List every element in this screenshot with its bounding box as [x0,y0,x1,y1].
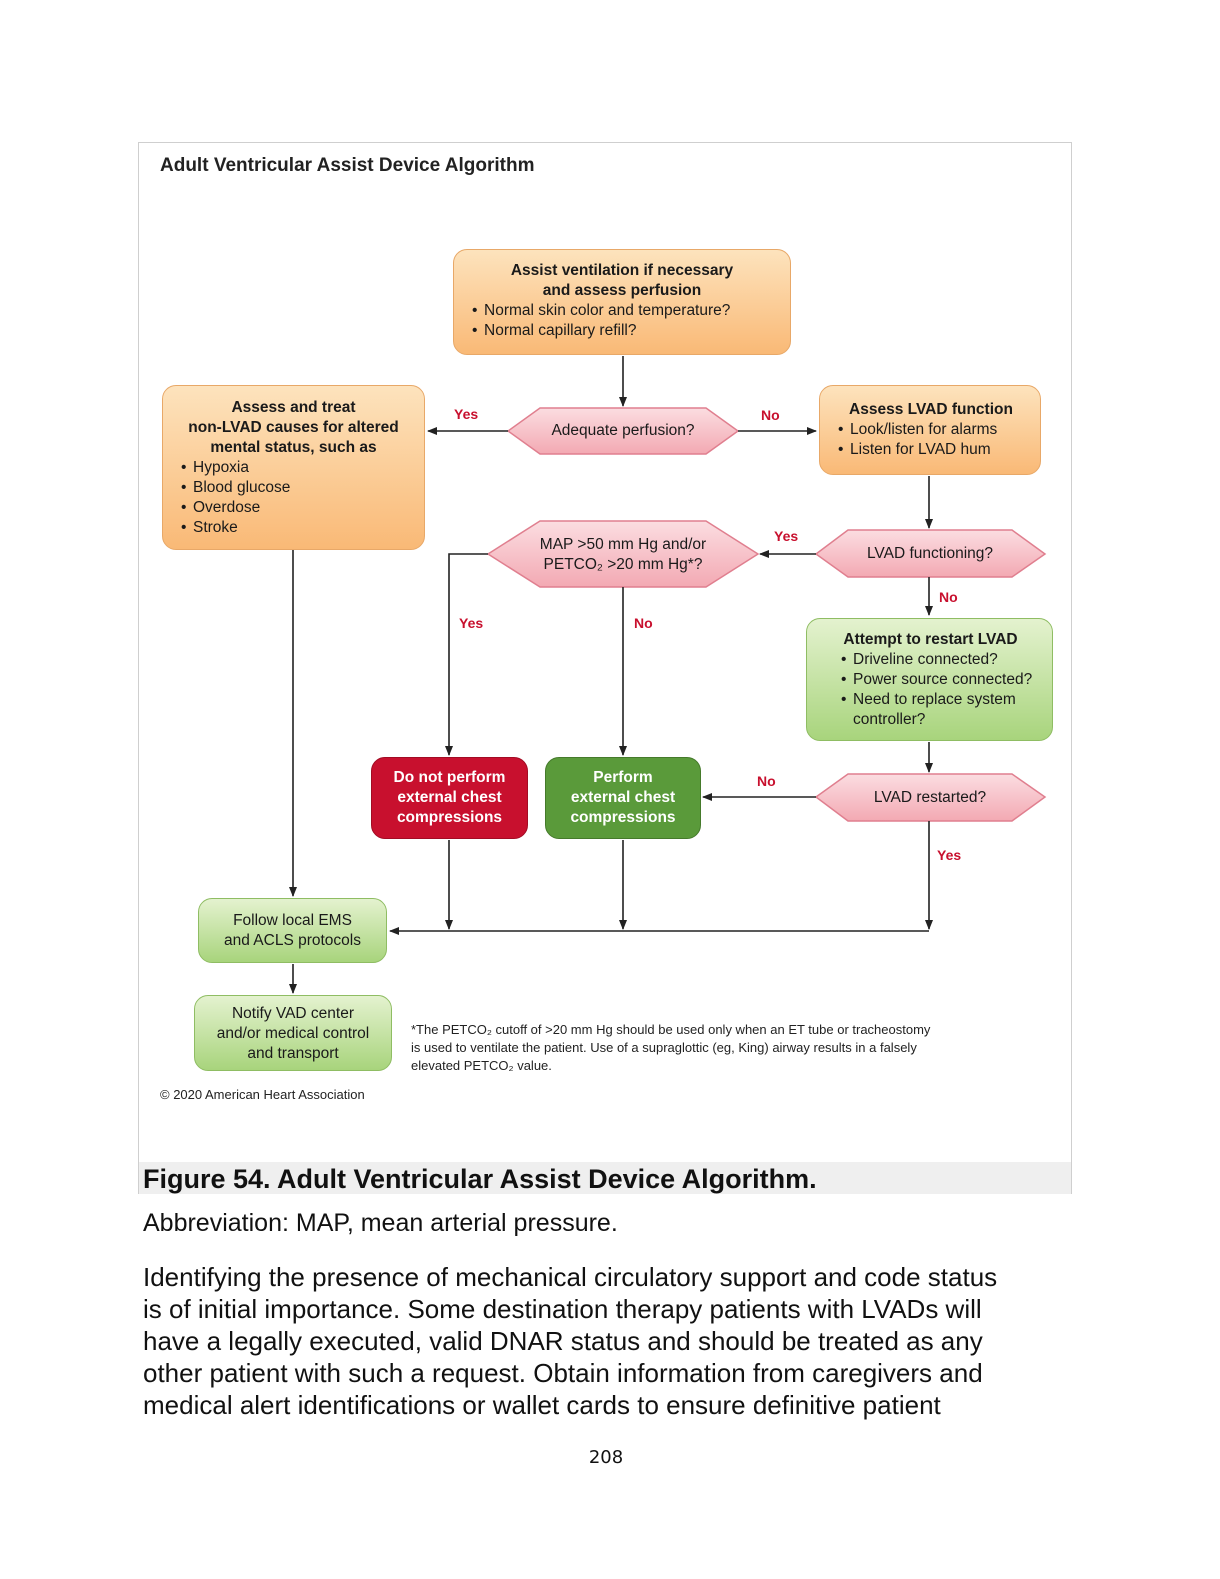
paragraph-line-3: have a legally executed, valid DNAR stat… [143,1326,983,1356]
do-not-perform-compressions-box: Do not perform external chest compressio… [371,757,528,839]
assess-lvad-box: Assess LVAD function Look/listen for ala… [819,385,1041,475]
map-yes-label: Yes [459,615,484,631]
cause-bullet: Blood glucose [181,478,410,498]
perfusion-bullet: Normal skin color and temperature? [472,301,776,321]
cause-bullet: Overdose [181,498,410,518]
notify-line-1: Notify VAD center [231,1005,355,1022]
cause-bullet: Hypoxia [181,458,410,478]
lvad-functioning-text: LVAD functioning? [866,545,994,562]
map-check-line-1: MAP >50 mm Hg and/or [539,536,707,553]
footnote-line-1: *The PETCO₂ cutoff of >20 mm Hg should b… [411,1022,931,1037]
attempt-restart-box: Attempt to restart LVAD Driveline connec… [806,618,1053,741]
page-number: 208 [588,1447,624,1468]
abbreviation-text: Abbreviation: MAP, mean arterial pressur… [143,1209,618,1237]
assist-ventilation-heading-1: Assist ventilation if necessary [510,262,734,279]
perfusion-yes-label: Yes [454,406,479,422]
cause-bullet: Stroke [181,518,410,538]
perfusion-bullet: Normal capillary refill? [472,321,776,341]
ems-line-2: and ACLS protocols [223,932,361,949]
restart-bullet: Power source connected? [841,670,1040,690]
assist-ventilation-box: Assist ventilation if necessary and asse… [453,249,791,355]
do-not-perform-line-3: compressions [396,809,503,826]
do-not-perform-line-1: Do not perform [393,769,506,786]
assess-lvad-heading: Assess LVAD function [849,401,1013,418]
footnote-line-2: is used to ventilate the patient. Use of… [411,1040,917,1055]
follow-ems-box: Follow local EMS and ACLS protocols [198,898,387,963]
figure-caption: Figure 54. Adult Ventricular Assist Devi… [143,1164,817,1194]
caption-background [139,1162,1071,1194]
lvad-check-bullet: Listen for LVAD hum [838,440,1028,460]
notify-line-2: and/or medical control [216,1025,370,1042]
perfusion-no-label: No [761,407,780,423]
do-not-perform-line-2: external chest [397,789,502,806]
body-paragraph: Identifying the presence of mechanical c… [143,1261,1103,1421]
map-no-label: No [634,615,653,631]
assist-ventilation-heading-2: and assess perfusion [542,282,702,299]
petco2-footnote: *The PETCO₂ cutoff of >20 mm Hg should b… [411,1021,1011,1075]
functioning-yes-label: Yes [774,528,799,544]
restarted-no-label: No [757,773,776,789]
copyright-notice: © 2020 American Heart Association [160,1087,365,1102]
functioning-no-label: No [939,589,958,605]
lvad-restarted-text: LVAD restarted? [873,789,987,806]
perform-compressions-box: Perform external chest compressions [545,757,701,839]
perform-line-1: Perform [593,769,653,786]
restart-bullet: Driveline connected? [841,650,1040,670]
decision-lvad-restarted [814,773,1047,822]
restart-bullet: Need to replace system controller? [841,690,1040,730]
non-lvad-causes-box: Assess and treat non-LVAD causes for alt… [162,385,425,550]
adequate-perfusion-text: Adequate perfusion? [551,422,695,439]
notify-vad-center-box: Notify VAD center and/or medical control… [194,995,392,1071]
lvad-check-bullet: Look/listen for alarms [838,420,1028,440]
paragraph-line-1: Identifying the presence of mechanical c… [143,1262,998,1292]
footnote-line-3: elevated PETCO₂ value. [411,1058,552,1073]
non-lvad-heading-3: mental status, such as [210,439,377,456]
notify-line-3: and transport [247,1045,339,1062]
decision-map-check [486,520,760,588]
ems-line-1: Follow local EMS [233,912,352,929]
attempt-restart-heading: Attempt to restart LVAD [843,631,1018,648]
decision-lvad-functioning [814,529,1047,578]
map-check-line-2: PETCO₂ >20 mm Hg*? [543,556,703,573]
paragraph-line-4: other patient with such a request. Obtai… [143,1358,983,1388]
paragraph-line-5: medical alert identifications or wallet … [143,1390,941,1420]
perform-line-3: compressions [570,809,676,826]
paragraph-line-2: is of initial importance. Some destinati… [143,1294,982,1324]
restarted-yes-label: Yes [937,847,962,863]
non-lvad-heading-1: Assess and treat [231,399,356,416]
perform-line-2: external chest [570,789,676,806]
figure-title: Adult Ventricular Assist Device Algorith… [160,155,535,176]
map-check-text: MAP >50 mm Hg and/or PETCO₂ >20 mm Hg*? [520,535,726,575]
non-lvad-heading-2: non-LVAD causes for altered [188,419,399,436]
